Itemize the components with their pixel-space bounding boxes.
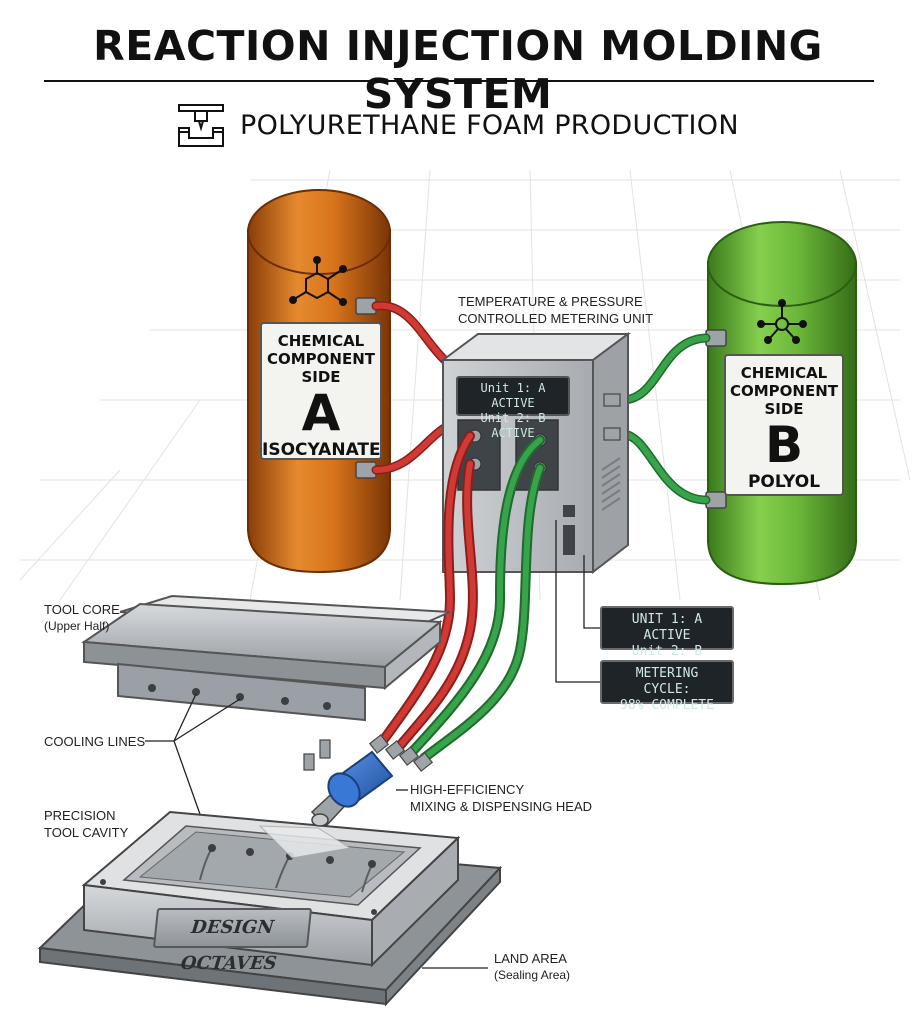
precision-tool-cavity-label: PRECISION TOOL CAVITY (44, 807, 128, 841)
land-area-title: LAND AREA (494, 951, 567, 966)
status-callout: UNIT 1: A ACTIVE Unit 2: B ACTIVE (600, 606, 734, 675)
metering-unit-label-line1: TEMPERATURE & PRESSURE (458, 294, 643, 309)
tank-b-line3: SIDE (764, 400, 804, 418)
tank-b-letter: B (764, 416, 804, 474)
precision-line1: PRECISION (44, 808, 116, 823)
nameplate: DESIGN OCTAVES (152, 908, 313, 974)
status-callout-line1: UNIT 1: A ACTIVE (631, 612, 703, 643)
tank-a-line3: SIDE (301, 368, 341, 386)
tank-b-line2: COMPONENT (729, 382, 839, 400)
metering-cycle-line1: METERING CYCLE: (635, 666, 699, 697)
mixing-line2: MIXING & DISPENSING HEAD (410, 799, 593, 814)
hose-b-feed-core (409, 437, 543, 761)
tool-core-subtitle: (Upper Half) (44, 619, 110, 633)
precision-tool-cavity (81, 810, 461, 968)
metering-cycle-callout: METERING CYCLE: 98% COMPLETE (600, 660, 734, 713)
title-underline (44, 80, 874, 82)
tool-core-label: TOOL CORE (Upper Half) (44, 601, 120, 635)
metering-screen-line1: Unit 1: A ACTIVE (480, 381, 546, 410)
leader-lines (396, 520, 600, 969)
tank-a-letter: A (301, 384, 341, 442)
tool-core-title: TOOL CORE (44, 602, 120, 617)
metering-screen-line2: Unit 2: B ACTIVE (480, 411, 546, 440)
molecule-icon (757, 299, 807, 344)
metering-unit-label-line2: CONTROLLED METERING UNIT (458, 311, 654, 326)
mold-press-icon (178, 104, 224, 147)
land-area-label: LAND AREA (Sealing Area) (494, 950, 570, 984)
tool-core (81, 594, 451, 722)
page-title: REACTION INJECTION MOLDING SYSTEM (93, 22, 823, 118)
mixing-line1: HIGH-EFFICIENCY (410, 782, 525, 797)
land-area-subtitle: (Sealing Area) (494, 968, 571, 982)
cooling-lines-label: COOLING LINES (44, 734, 146, 749)
tank-a-line1: CHEMICAL (277, 332, 365, 350)
tank-b-inlet-fittings (705, 329, 727, 509)
molecule-icon (289, 256, 347, 306)
mixing-head-label: HIGH-EFFICIENCY MIXING & DISPENSING HEAD (410, 781, 592, 815)
mixing-head (303, 734, 434, 828)
tank-b-line1: CHEMICAL (740, 364, 828, 382)
tank-b-chemical: POLYOL (747, 472, 821, 492)
hose-a-feed-core (379, 433, 476, 751)
subtitle: POLYURETHANE FOAM PRODUCTION (240, 110, 739, 141)
dispense-stream (258, 825, 352, 859)
hose-b-supply-core (619, 335, 709, 503)
tank-a-label: CHEMICAL COMPONENT SIDE A ISOCYANATE (260, 322, 382, 460)
tank-a-outlet-fittings (355, 297, 377, 479)
precision-line2: TOOL CAVITY (44, 825, 129, 840)
tank-b-label: CHEMICAL COMPONENT SIDE B POLYOL (724, 354, 844, 496)
metering-unit-label: TEMPERATURE & PRESSURE CONTROLLED METERI… (458, 293, 653, 327)
tank-a-line2: COMPONENT (266, 350, 376, 368)
tank-a-chemical: ISOCYANATE (262, 440, 381, 460)
metering-cycle-line2: 98% COMPLETE (620, 698, 714, 713)
metering-unit-screen: Unit 1: A ACTIVE Unit 2: B ACTIVE (456, 376, 570, 440)
